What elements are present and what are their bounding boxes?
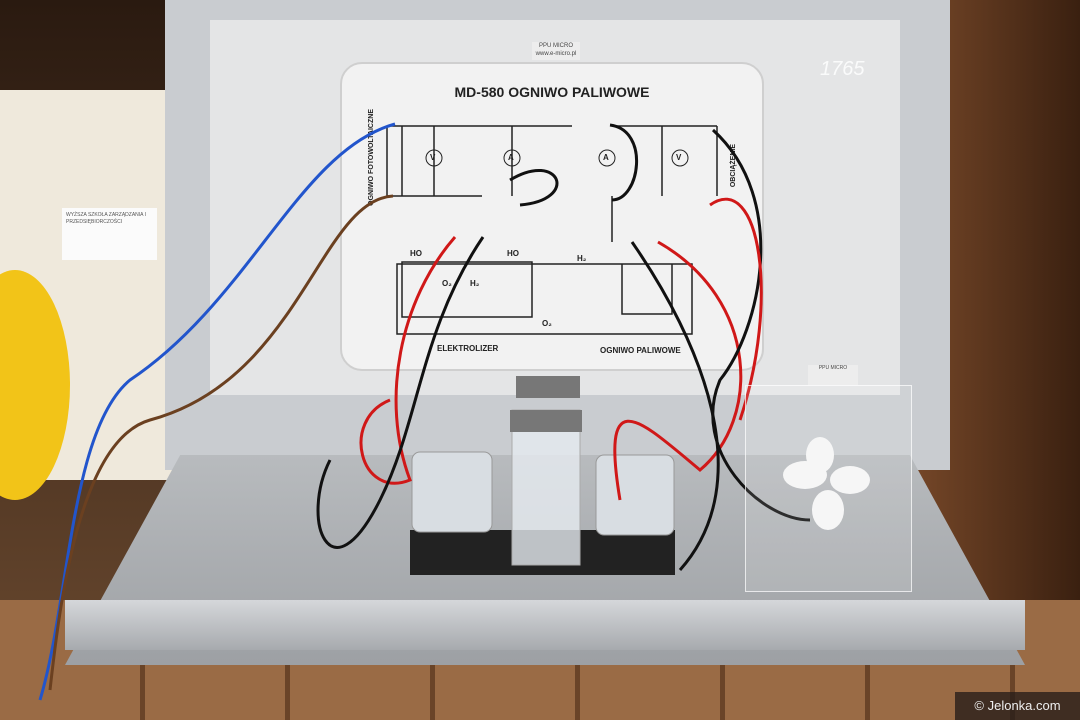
voltmeter-symbol: V bbox=[676, 153, 682, 162]
ammeter-symbol: A bbox=[508, 153, 514, 162]
water-label: HO bbox=[507, 249, 519, 258]
circuit-lines bbox=[386, 125, 718, 335]
fan-enclosure bbox=[745, 385, 912, 592]
voltmeter-symbol: V bbox=[430, 153, 436, 162]
circuit-diagram: MD-580 OGNIWO PALIWOWE V A A V OGNIWO FO… bbox=[340, 62, 764, 371]
hydrogen-label: H₂ bbox=[470, 279, 480, 288]
watermark: © Jelonka.com bbox=[955, 692, 1080, 720]
cables bbox=[38, 122, 811, 701]
electrolyzer-cell bbox=[411, 451, 493, 533]
fuel-cell bbox=[595, 454, 675, 536]
front-rail bbox=[65, 600, 1025, 650]
bag-sticker: WYŻSZA SZKOŁA ZARZĄDZANIA I PRZEDSIĘBIOR… bbox=[62, 208, 157, 260]
oxygen-label: O₂ bbox=[442, 279, 452, 288]
water-label: HO bbox=[410, 249, 422, 258]
maker-label-right: PPU MICRO bbox=[808, 365, 858, 385]
fuel-cell-label: OGNIWO PALIWOWE bbox=[600, 346, 681, 355]
panel-title: MD-580 OGNIWO PALIWOWE bbox=[454, 84, 650, 100]
maker-url: www.e-micro.pl bbox=[535, 51, 577, 57]
water-tank bbox=[511, 409, 581, 566]
hydrogen-label: H₂ bbox=[577, 254, 587, 263]
tank-lid-rear bbox=[516, 376, 580, 398]
maker-name: PPU MICRO bbox=[538, 43, 573, 49]
maker-label: PPU MICRO www.e-micro.pl bbox=[532, 42, 580, 60]
serial-number: 1765 bbox=[820, 58, 865, 80]
fan bbox=[783, 437, 870, 530]
tank-lid bbox=[510, 410, 582, 432]
oxygen-label: O₂ bbox=[542, 319, 552, 328]
ammeter-symbol: A bbox=[603, 153, 609, 162]
electrolyzer-label: ELEKTROLIZER bbox=[437, 344, 499, 353]
